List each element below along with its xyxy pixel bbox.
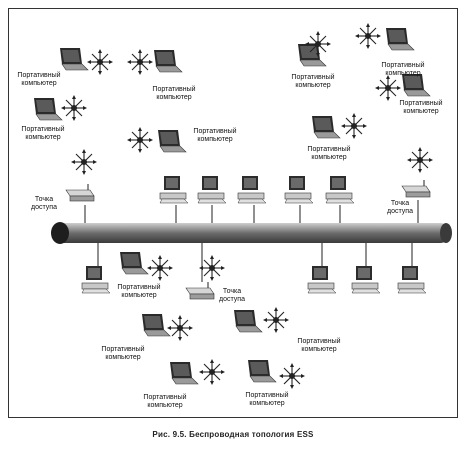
laptop-icon xyxy=(141,313,171,337)
desktop-computer-icon xyxy=(197,175,227,204)
desktop-computer-icon xyxy=(351,265,381,294)
laptop-icon xyxy=(247,359,277,383)
wireless-signal-icon xyxy=(126,126,154,154)
laptop-icon xyxy=(153,49,183,73)
wireless-signal-icon xyxy=(198,358,226,386)
desktop-computer-icon xyxy=(284,175,314,204)
wireless-signal-icon xyxy=(278,362,306,390)
network-backbone-cable xyxy=(51,222,452,244)
wireless-signal-icon xyxy=(146,254,174,282)
wireless-signal-icon xyxy=(60,94,88,122)
wireless-signal-icon xyxy=(262,306,290,334)
wireless-signal-icon xyxy=(70,148,98,176)
desktop-computer-icon xyxy=(81,265,111,294)
wireless-signal-icon xyxy=(406,146,434,174)
desktop-computer-icon xyxy=(397,265,427,294)
wireless-signal-icon xyxy=(198,254,226,282)
wireless-signal-icon xyxy=(126,48,154,76)
access-point-icon xyxy=(185,281,215,300)
diagram-frame xyxy=(8,8,458,418)
laptop-icon xyxy=(385,27,415,51)
wireless-signal-icon xyxy=(86,48,114,76)
desktop-computer-icon xyxy=(307,265,337,294)
laptop-icon xyxy=(59,47,89,71)
desktop-computer-icon xyxy=(325,175,355,204)
wireless-signal-icon xyxy=(354,22,382,50)
laptop-icon xyxy=(233,309,263,333)
wireless-signal-icon xyxy=(374,74,402,102)
laptop-icon xyxy=(169,361,199,385)
laptop-icon xyxy=(119,251,149,275)
desktop-computer-icon xyxy=(159,175,189,204)
figure-caption: Рис. 9.5. Беспроводная топология ESS xyxy=(152,430,314,439)
wireless-signal-icon xyxy=(340,112,368,140)
drop-lines xyxy=(84,200,419,282)
laptop-icon xyxy=(157,129,187,153)
access-point-icon xyxy=(401,179,431,198)
laptop-icon xyxy=(33,97,63,121)
laptop-icon xyxy=(311,115,341,139)
access-point-icon xyxy=(65,183,95,202)
wireless-signal-icon xyxy=(166,314,194,342)
desktop-computer-icon xyxy=(237,175,267,204)
